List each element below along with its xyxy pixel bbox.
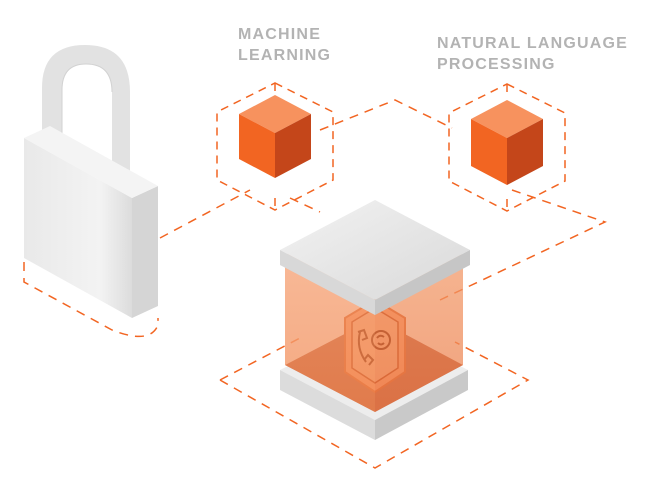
connector-nlp-to-box bbox=[439, 189, 607, 301]
ml-cube-frame bbox=[216, 82, 334, 211]
machine-learning-label: MACHINE LEARNING bbox=[238, 24, 331, 66]
nlp-label-line2: PROCESSING bbox=[437, 56, 556, 73]
nlp-label: NATURAL LANGUAGE PROCESSING bbox=[437, 33, 628, 75]
machine-learning-label-line1: MACHINE bbox=[238, 26, 322, 43]
ml-cube-icon bbox=[239, 95, 311, 178]
nlp-label-line1: NATURAL LANGUAGE bbox=[437, 35, 629, 52]
padlock-icon bbox=[24, 45, 158, 318]
connector-ml-to-box bbox=[289, 197, 321, 213]
box-lid-side bbox=[375, 250, 470, 315]
nlp-cube-icon bbox=[471, 100, 543, 185]
padlock-body-side bbox=[132, 186, 158, 318]
connector-ml-to-top bbox=[319, 99, 453, 131]
central-box bbox=[280, 200, 470, 440]
connector-lock-to-ml bbox=[159, 189, 251, 239]
padlock-body-top bbox=[24, 126, 158, 198]
box-lid-front bbox=[280, 250, 375, 315]
nlp-cube-frame bbox=[448, 83, 566, 212]
lock-floor-outline bbox=[23, 262, 159, 338]
machine-learning-label-line2: LEARNING bbox=[238, 47, 332, 64]
